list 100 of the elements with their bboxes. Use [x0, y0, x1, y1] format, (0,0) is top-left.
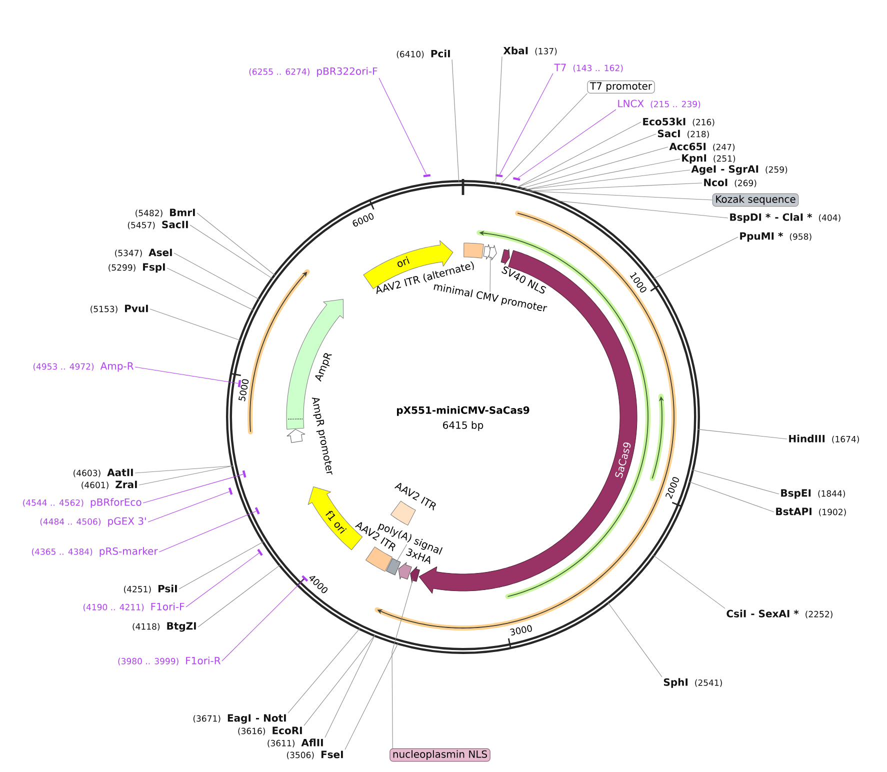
scale-number: 3000 [510, 625, 532, 636]
feature-block [410, 566, 420, 584]
site-label: (6410) PciI [396, 50, 450, 58]
leader-line [378, 78, 427, 175]
site-label: NcoI (269) [704, 178, 756, 188]
feature-block [483, 244, 497, 260]
leader-line [304, 634, 376, 726]
leader-line [324, 634, 376, 738]
leader-line [607, 602, 662, 678]
leader-line [392, 578, 414, 749]
leader-line [198, 564, 281, 628]
leader-line [688, 482, 774, 512]
primer-mark [513, 177, 520, 181]
leader-line [652, 554, 726, 609]
plasmid-size: 6415 bp [443, 421, 484, 431]
site-label: (5299) FspI [108, 263, 165, 273]
leader-line [524, 158, 680, 190]
leader-line [516, 122, 642, 188]
site-label: (3671) EagI - NotI [193, 714, 286, 724]
primer-label: (4365 .. 4384) pRS-marker [32, 547, 158, 557]
leader-line [138, 466, 234, 486]
site-label: SacI (218) [658, 130, 709, 138]
site-label: (3611) AflII [268, 738, 323, 748]
leader-line [524, 170, 690, 190]
leader-line [495, 56, 502, 184]
site-label: KpnI (251) [682, 154, 736, 164]
leader-line [518, 109, 616, 178]
scale-number: 2000 [666, 477, 679, 499]
leader-line [134, 366, 238, 384]
site-label: (5457) SacII [128, 220, 188, 230]
feature-label: AmpR promoter [312, 398, 332, 475]
primer-label: T7 (143 .. 162) [554, 64, 623, 72]
feature-tag: T7 promoter [587, 80, 655, 94]
leader-line [148, 491, 230, 522]
leader-line [652, 236, 738, 280]
primer-mark [254, 507, 260, 514]
site-label: (5482) BmrI [136, 208, 195, 218]
site-label: (4603) AatII [74, 468, 133, 478]
leader-line [196, 212, 276, 276]
site-label: PpuMI * (958) [740, 232, 812, 242]
leader-line [190, 224, 274, 280]
leader-line [516, 134, 656, 188]
leader-line [452, 59, 460, 182]
site-label: HindIII (1674) [789, 434, 859, 444]
scale-number: 5000 [238, 379, 249, 402]
leader-line [158, 510, 256, 552]
leader-line [554, 200, 728, 218]
site-label: SphI (2541) [664, 678, 722, 688]
leader-line [142, 474, 244, 504]
primer-mark [228, 488, 233, 495]
site-label: (4601) ZraI [82, 480, 137, 490]
leader-line [344, 642, 398, 750]
primer-mark [423, 174, 431, 178]
leader-line [396, 544, 408, 563]
primer-label: (4953 .. 4972) Amp-R [33, 362, 134, 372]
site-label: (3506) FseI [287, 750, 343, 760]
primer-mark [302, 575, 308, 582]
leader-line [500, 93, 588, 186]
site-label: (5347) AseI [115, 248, 172, 258]
leader-line [692, 470, 780, 494]
plasmid-ring [226, 180, 700, 654]
leader-line [186, 552, 260, 608]
leader-line [528, 182, 702, 192]
leader-line [499, 73, 554, 175]
feature-label: SV40 NLS [502, 266, 546, 294]
primer-label: (3980 .. 3999) F1ori-R [118, 656, 221, 666]
leader-line [520, 146, 668, 190]
primer-label: LNCX (215 .. 239) [618, 100, 700, 108]
leader-line [134, 466, 234, 474]
site-label: Eco53kI (216) [643, 118, 714, 126]
scale-number: 6000 [352, 213, 374, 227]
leader-line [150, 308, 241, 341]
site-label: (4118) BtgZI [132, 622, 196, 632]
site-label: Acc65I (247) [669, 142, 735, 152]
leader-line [166, 268, 254, 311]
site-label: BspEI (1844) [781, 489, 846, 499]
site-label: (4251) PsiI [124, 584, 177, 594]
site-label: XbaI (137) [503, 46, 557, 56]
site-label: CsiI - SexAI * (2252) [726, 610, 832, 618]
primer-label: (6255 .. 6274) pBR322ori-F [249, 67, 378, 77]
site-label: BspDI * - ClaI * (404) [730, 213, 840, 223]
leader-line [178, 541, 264, 590]
feature-box [386, 558, 401, 576]
leader-line [528, 190, 713, 200]
feature-block [286, 429, 306, 443]
leader-line [490, 256, 491, 292]
site-label: (5153) PvuI [90, 304, 148, 314]
leader-line [288, 628, 360, 714]
feature-tag: Kozak sequence [712, 193, 799, 207]
leader-line [222, 579, 304, 662]
site-label: AgeI - SgrAI (259) [691, 165, 788, 175]
primer-label: (4484 .. 4506) pGEX 3' [40, 517, 146, 527]
primer-mark [238, 380, 242, 388]
site-label: BstAPI (1902) [776, 508, 846, 516]
primer-label: (4190 .. 4211) F1ori-F [83, 602, 184, 612]
leader-line [174, 252, 260, 300]
primer-mark [257, 548, 263, 556]
primer-mark [495, 174, 503, 178]
primer-mark [242, 470, 246, 478]
feature-tag: nucleoplasmin NLS [390, 748, 490, 762]
